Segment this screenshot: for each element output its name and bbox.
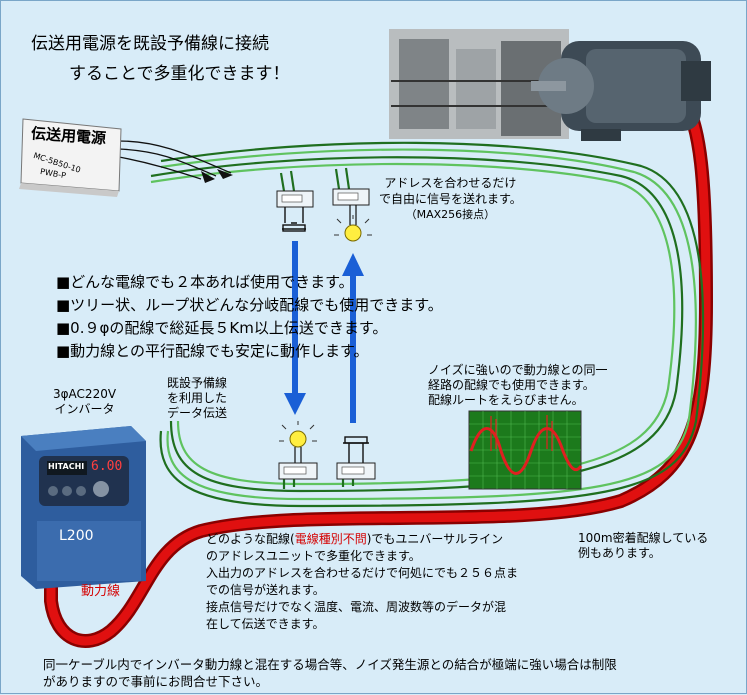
- desc-line-4: での信号が送れます。: [206, 583, 325, 597]
- note-100m: 100m密着配線している 例もあります。: [578, 531, 708, 561]
- reserve-line-label: 既設予備線 を利用した データ伝送: [167, 376, 227, 421]
- reserve-line-2: を利用した: [167, 391, 228, 405]
- address-unit-upper-right: [332, 188, 370, 206]
- inverter-name: インバータ: [54, 402, 115, 416]
- noise-note-line-3: 配線ルートをえらびません。: [428, 393, 584, 407]
- address-note-line-2: で自由に信号を送れます。: [379, 192, 522, 206]
- footer-note: 同一ケーブル内でインバータ動力線と混在する場合等、ノイズ発生源との結合が極端に強…: [43, 656, 617, 690]
- title-line-1: 伝送用電源を既設予備線に接続: [31, 34, 269, 54]
- noise-waveform-screen: [468, 410, 583, 490]
- power-cable-core: [46, 92, 711, 646]
- bullet-item: ■動力線との平行配線でも安定に動作します。: [56, 342, 369, 360]
- address-note: アドレスを合わせるだけ で自由に信号を送れます。 （MAX256接点）: [379, 175, 522, 223]
- inverter-display: 6.00: [91, 459, 123, 474]
- inverter-brand: HITACHI: [48, 462, 85, 471]
- footer-line-1: 同一ケーブル内でインバータ動力線と混在する場合等、ノイズ発生源との結合が極端に強…: [43, 657, 617, 672]
- address-unit-lower-left: [278, 462, 318, 480]
- lamp-icon-lower: [279, 421, 317, 463]
- reserve-line-3: データ伝送: [167, 406, 228, 420]
- noise-note: ノイズに強いので動力線との同一 経路の配線でも使用できます。 配線ルートをえらび…: [428, 363, 608, 408]
- inverter-body: [21, 426, 146, 589]
- psu-leads: [118, 140, 232, 180]
- bullet-item: ■ツリー状、ループ状どんな分岐配線でも使用できます。: [56, 296, 443, 314]
- power-line-label: 動力線: [81, 584, 121, 599]
- address-unit-upper-left: [276, 190, 314, 208]
- desc-line-3: 入出力のアドレスを合わせるだけで何処にでも２５６点ま: [206, 566, 519, 580]
- wire-type-highlight: 電線種別不問: [294, 532, 367, 546]
- reserve-line-1: 既設予備線: [167, 376, 228, 390]
- address-note-line-1: アドレスを合わせるだけ: [384, 176, 517, 190]
- signal-arrow-down: [284, 241, 306, 415]
- lamp-icon-upper: [334, 205, 372, 242]
- feature-bullets: ■どんな電線でも２本あれば使用できます。 ■ツリー状、ループ状どんな分岐配線でも…: [56, 271, 443, 363]
- switch-symbol-lower: [343, 436, 369, 463]
- main-description: どのような配線(電線種別不問)でもユニバーサルライン のアドレスユニットで多重化…: [206, 531, 518, 633]
- bullet-item: ■どんな電線でも２本あれば使用できます。: [56, 273, 354, 291]
- address-unit-lower-right: [336, 462, 376, 480]
- inverter-label: 3φAC220V インバータ: [53, 387, 116, 417]
- address-note-line-3: （MAX256接点）: [405, 208, 496, 221]
- noise-note-line-2: 経路の配線でも使用できます。: [428, 378, 595, 392]
- title-line-2: することで多重化できます！: [69, 64, 290, 84]
- motor: [531, 41, 711, 141]
- page-title: 伝送用電源を既設予備線に接続 することで多重化できます！: [31, 29, 290, 89]
- footer-line-2: がありますので事前にお問合せ下さい。: [43, 674, 269, 689]
- signal-arrow-up: [342, 253, 364, 423]
- switch-symbol-upper: [282, 207, 306, 232]
- desc-line-5: 接点信号だけでなく温度、電流、周波数等のデータが混: [206, 600, 507, 614]
- noise-note-line-1: ノイズに強いので動力線との同一: [428, 363, 608, 377]
- desc-line-1-post: )でもユニバーサルライン: [366, 532, 504, 546]
- desc-line-1-pre: どのような配線(: [206, 532, 295, 546]
- desc-line-6: 在して伝送できます。: [206, 617, 325, 631]
- lead-arrowhead-2: [201, 171, 215, 183]
- lead-arrowhead-1: [217, 169, 233, 179]
- note-100m-line-1: 100m密着配線している: [578, 531, 709, 545]
- bullet-item: ■0.９φの配線で総延長５Km以上伝送できます。: [56, 319, 388, 337]
- desc-line-1: どのような配線(電線種別不問)でもユニバーサルライン: [206, 531, 518, 548]
- note-100m-line-2: 例もあります。: [578, 546, 661, 560]
- desc-line-2: のアドレスユニットで多重化できます。: [206, 549, 421, 563]
- inverter-model: L200: [59, 528, 94, 544]
- signal-wires: [150, 141, 705, 508]
- inverter-voltage: 3φAC220V: [53, 387, 117, 401]
- power-supply-box: [19, 118, 122, 197]
